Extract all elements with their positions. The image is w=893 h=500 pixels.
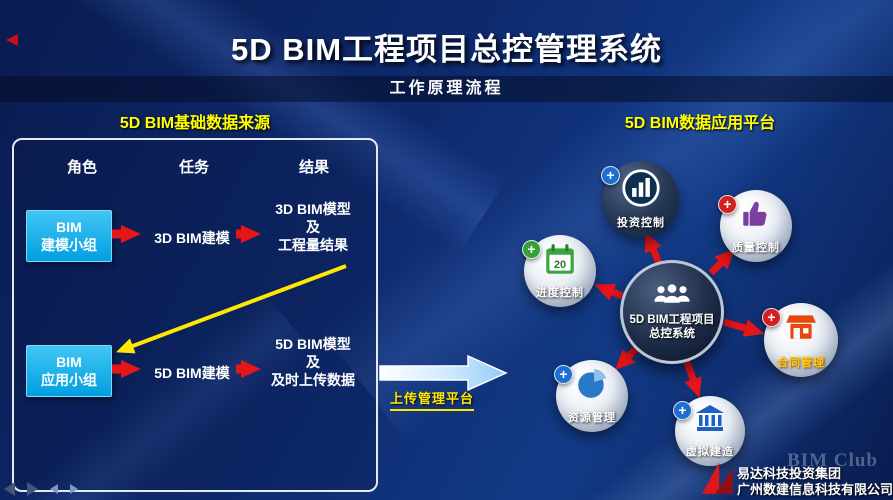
calendar-day-text: 20 [554,259,566,271]
result-line: 3D BIM模型 [275,201,351,217]
right-section-header: 5D BIM数据应用平台 [624,115,776,132]
plus-badge-icon: + [522,240,541,259]
result-line: 及时上传数据 [271,372,355,389]
decorative-arrow-icon [6,34,18,46]
calendar-icon: 20 [542,242,578,278]
people-group-icon [650,283,694,310]
satellite-contract-management: + 合同管理 [762,303,838,377]
store-icon [784,310,818,344]
column-header-role: 角色 [66,159,97,176]
plus-badge-icon: + [762,308,781,327]
pie-chart-icon [575,367,609,401]
satellite-quality-control: + 质量控制 [718,190,792,262]
column-header-result: 结果 [298,159,329,176]
subtitle-band: 工作原理流程 [0,76,893,102]
result-line: 及 [306,219,320,236]
column-header-task: 任务 [178,159,209,176]
satellite-resource-management: + 资源管理 [554,360,628,432]
plus-badge-icon: + [554,365,573,384]
nav-forward-icon[interactable] [27,482,38,496]
satellite-label: 合同管理 [777,357,825,369]
nav-back-icon[interactable] [4,482,15,496]
bar-chart-icon [621,168,661,208]
task-5d-modeling: 5D BIM建模 [154,365,230,381]
role-box-application-team: BIM 应用小组 [26,345,112,397]
satellite-label: 质量控制 [732,242,780,254]
result-3d-model: 3D BIM模型 及 工程量结果 [254,200,372,255]
transfer-label: 上传管理平台 [390,388,475,411]
role-line: 建模小组 [41,237,97,253]
satellite-label: 虚拟建造 [686,446,734,458]
satellite-schedule-control: + 20 进度控制 [522,235,596,307]
plus-badge-icon: + [718,195,737,214]
source-data-panel: 角色 任务 结果 BIM 建模小组 3D BIM建模 3D BIM模型 及 工程… [12,138,378,492]
plus-badge-icon: + [673,401,692,420]
company-line2: 广州数建信息科技有限公司 [737,481,893,497]
result-5d-model: 5D BIM模型 及 及时上传数据 [254,335,372,390]
watermark: BIM Club [787,450,878,471]
role-line: BIM [56,218,82,235]
company-name: 易达科技投资集团 广州数建信息科技有限公司 [737,466,893,497]
page-title: 5D BIM工程项目总控管理系统 [230,32,663,67]
central-system-node: 5D BIM工程项目 总控系统 [620,260,724,364]
role-box-modeling-team: BIM 建模小组 [26,210,112,262]
company-line1: 易达科技投资集团 [737,466,842,482]
thumbs-up-icon [739,197,773,231]
result-line: 工程量结果 [278,237,348,254]
satellite-virtual-construction: + 虚拟建造 [673,396,745,466]
nav-back2-icon[interactable] [50,484,58,494]
result-line: 及 [306,354,320,371]
company-logo-icon [698,458,736,500]
left-section-header: 5D BIM基础数据来源 [119,115,271,132]
role-line: BIM [56,353,82,370]
satellite-investment-control: + 投资控制 [601,161,679,237]
satellite-label: 投资控制 [617,217,665,229]
bank-icon [694,403,726,435]
satellite-label: 资源管理 [568,412,616,424]
result-line: 5D BIM模型 [275,336,351,352]
satellite-label: 进度控制 [536,287,584,299]
subtitle: 工作原理流程 [389,80,504,97]
upload-arrow [379,354,508,392]
center-label-line2: 总控系统 [649,328,695,340]
center-label-line1: 5D BIM工程项目 [629,313,715,326]
nav-forward2-icon[interactable] [70,484,78,494]
viewer-nav [4,482,78,496]
task-3d-modeling: 3D BIM建模 [154,230,230,246]
plus-badge-icon: + [601,166,620,185]
role-line: 应用小组 [41,372,97,388]
